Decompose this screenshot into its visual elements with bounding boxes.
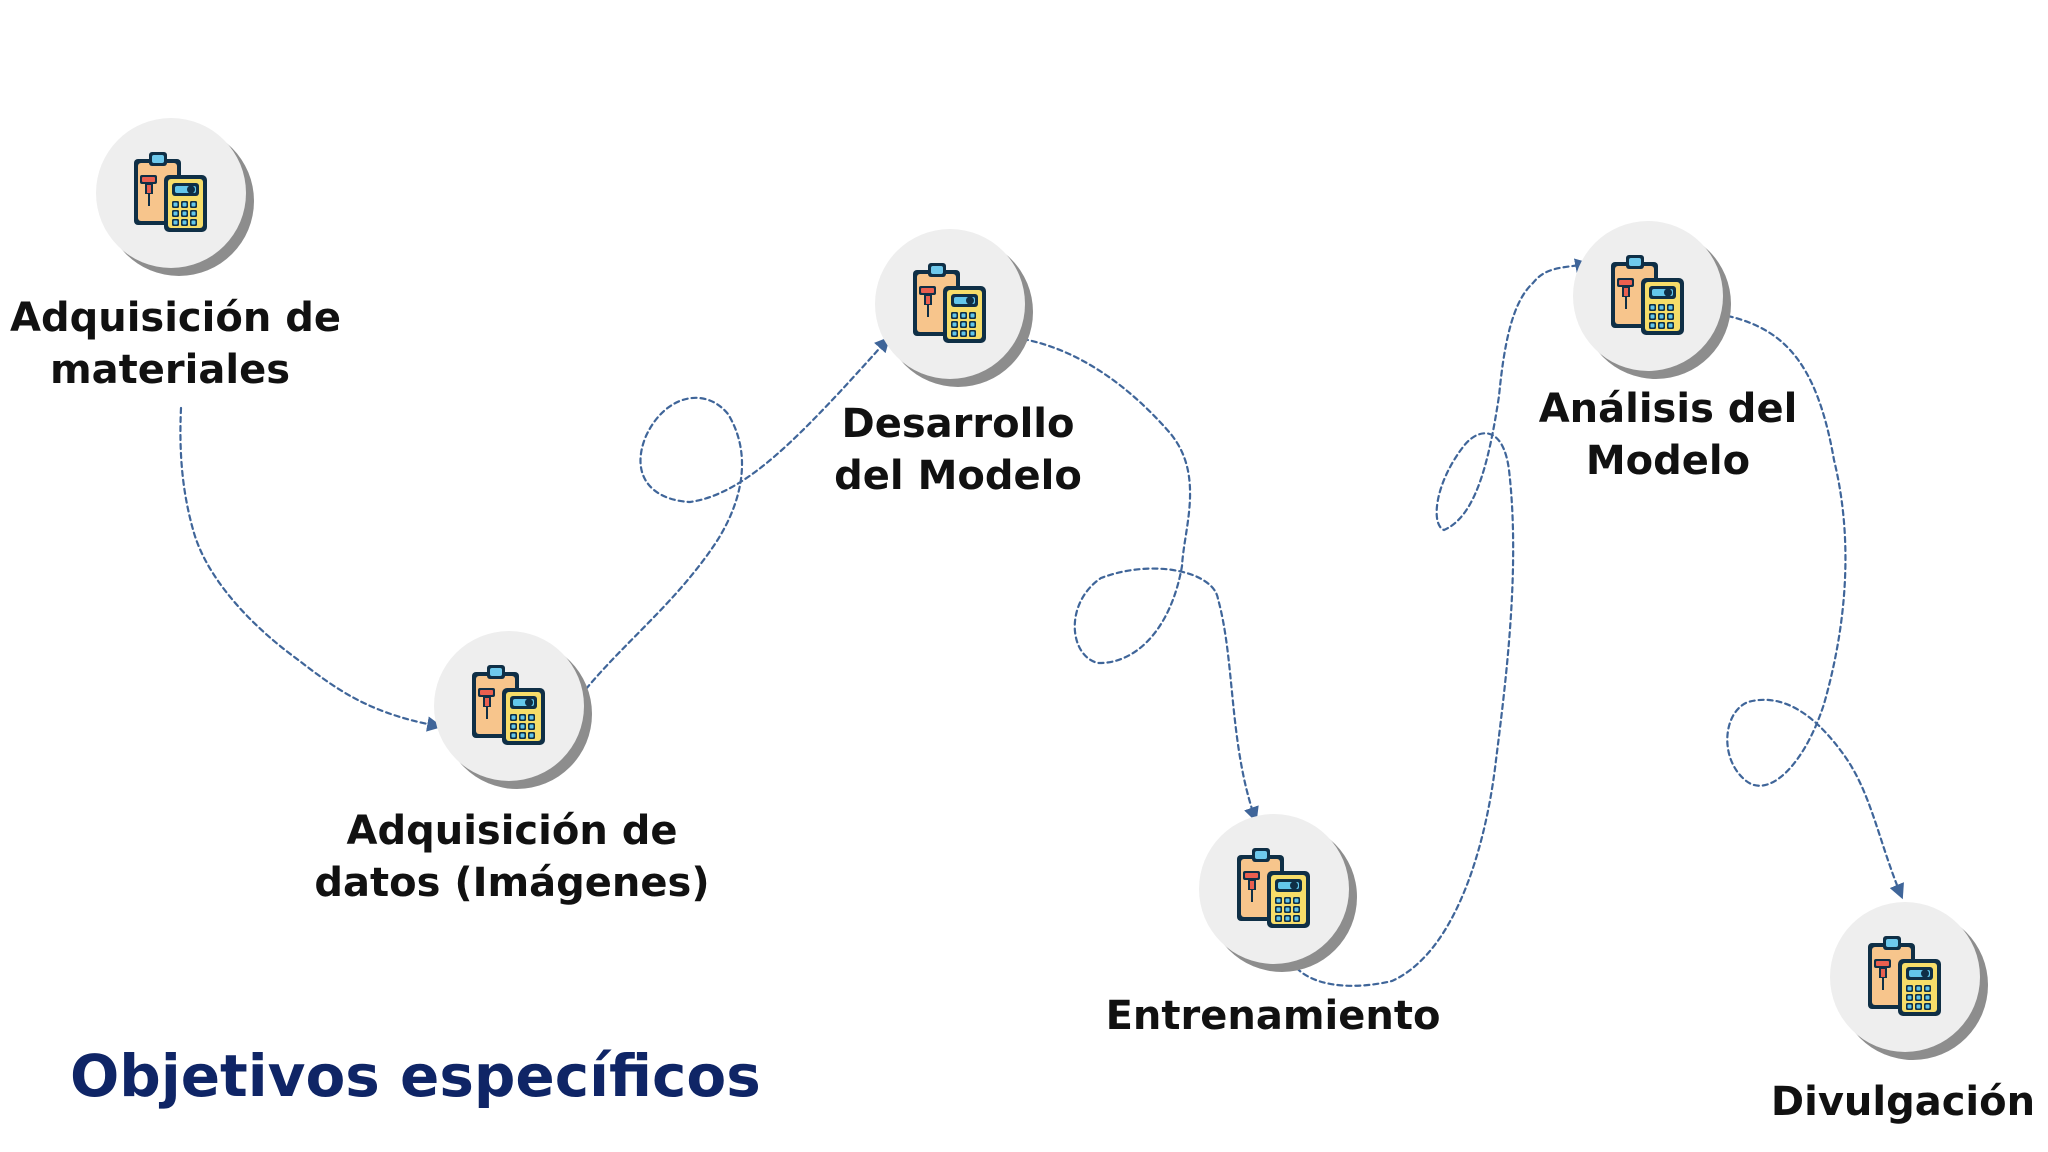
label-desarrollo-modelo: Desarrollo del Modelo [818, 398, 1098, 502]
connector-1-to-2 [179, 406, 443, 732]
node-desarrollo-modelo [875, 229, 1025, 379]
connector-3-to-4 [1021, 337, 1259, 823]
label-divulgacion: Divulgación [1768, 1076, 2038, 1128]
label-line-2: Modelo [1585, 438, 1751, 484]
node-entrenamiento [1199, 814, 1349, 964]
label-line-1: Entrenamiento [1105, 993, 1441, 1039]
label-analisis-modelo: Análisis del Modelo [1518, 383, 1818, 487]
label-line-2: datos (Imágenes) [314, 860, 710, 906]
label-adquisicion-datos: Adquisición de datos (Imágenes) [312, 805, 712, 909]
label-line-1: Adquisición de [346, 808, 678, 854]
connector-4-to-5 [1289, 258, 1591, 987]
clipboard-calculator-icon [1237, 848, 1310, 928]
clipboard-calculator-icon [1611, 255, 1684, 335]
clipboard-calculator-icon [913, 263, 986, 343]
node-adquisicion-datos [434, 631, 584, 781]
clipboard-calculator-icon [472, 665, 545, 745]
label-line-2: del Modelo [834, 453, 1082, 499]
clipboard-calculator-icon [134, 152, 207, 232]
label-line-1: Adquisición de [10, 295, 341, 341]
connector-5-to-6 [1717, 312, 1904, 900]
node-divulgacion [1830, 902, 1980, 1052]
label-line-2: materiales [50, 347, 290, 393]
label-line-1: Análisis del [1538, 386, 1798, 432]
label-line-1: Desarrollo [841, 401, 1075, 447]
node-analisis-modelo [1573, 221, 1723, 371]
label-line-1: Divulgación [1770, 1079, 2036, 1125]
page-title: Objetivos específicos [70, 1042, 761, 1110]
node-adquisicion-materiales [96, 118, 246, 268]
clipboard-calculator-icon [1868, 936, 1941, 1016]
label-adquisicion-materiales: Adquisición de materiales [10, 292, 341, 396]
label-entrenamiento: Entrenamiento [1098, 990, 1448, 1042]
connector-2-to-3 [584, 336, 891, 691]
